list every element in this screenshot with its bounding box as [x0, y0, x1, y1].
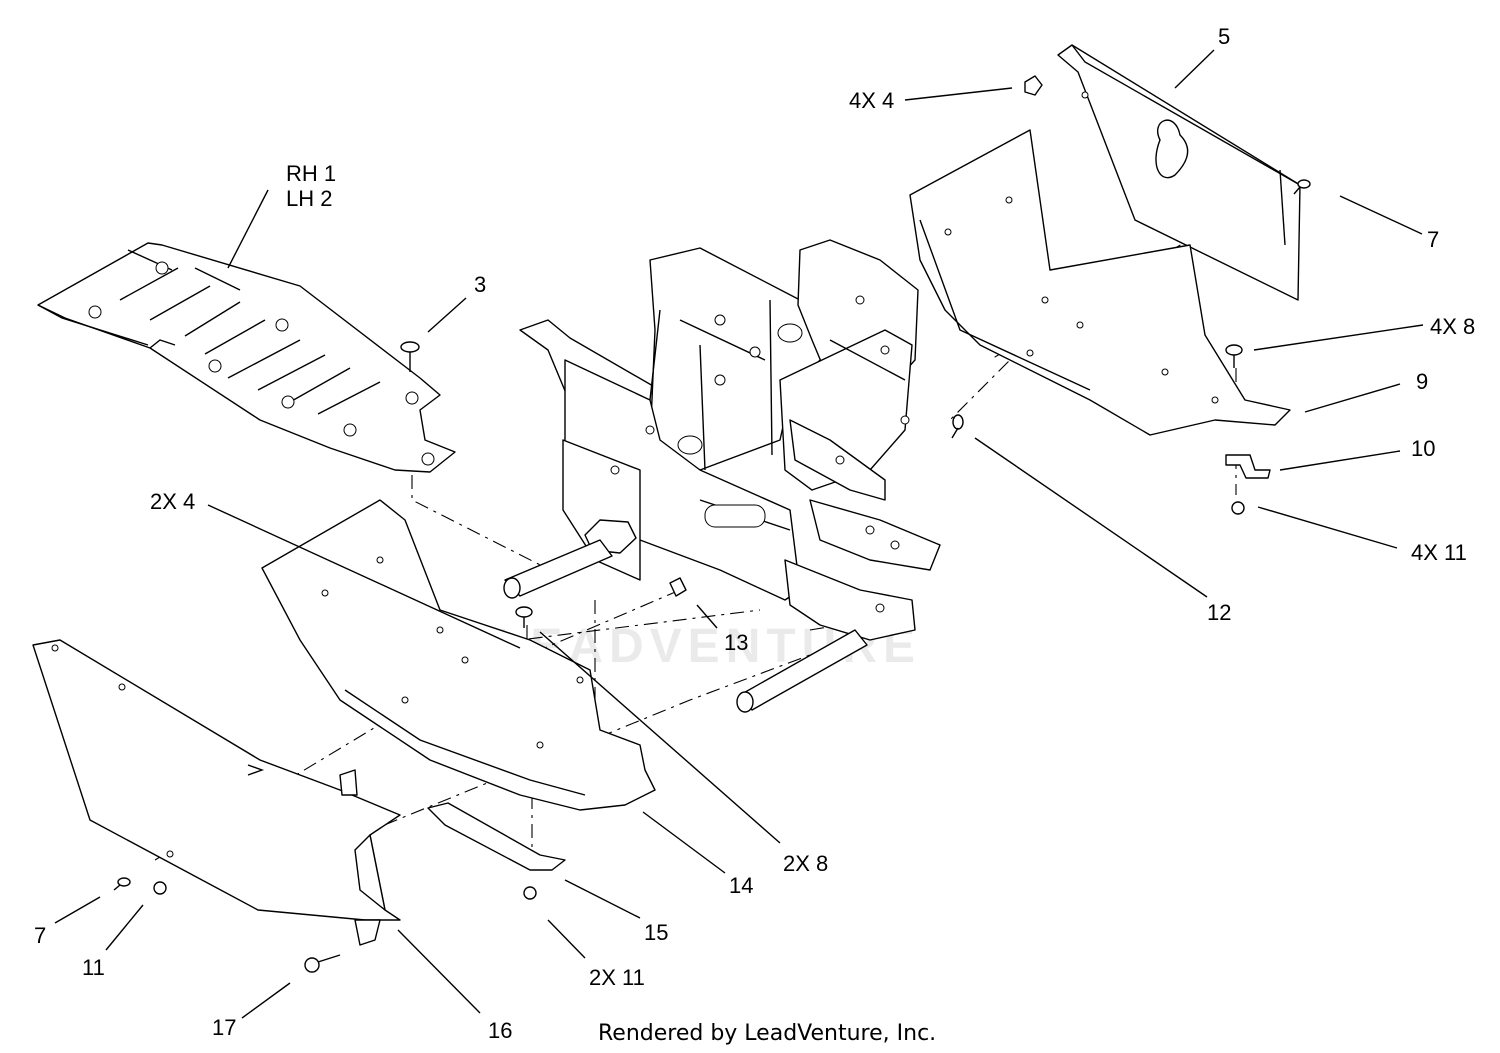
- label-4x-8: 4X 8: [1430, 314, 1475, 339]
- label-15: 15: [644, 920, 668, 945]
- leader-lines: [54, 49, 1424, 1019]
- label-2x-11: 2X 11: [589, 965, 645, 990]
- label-9: 9: [1416, 369, 1428, 394]
- clip-part-13: [669, 577, 687, 597]
- label-lh-2: LH 2: [286, 186, 332, 211]
- label-rh-1: RH 1: [286, 161, 336, 186]
- callout-labels: RH 1 LH 2 3 5 4X 4 7 4X 8 9 10 4X 11 12 …: [34, 24, 1475, 1043]
- label-7-right: 7: [1427, 227, 1439, 252]
- bolt-part-7-right: [1293, 179, 1311, 195]
- floor-pan-part-14: [261, 499, 656, 811]
- main-frame: [503, 239, 941, 713]
- credit-text: Rendered by LeadVenture, Inc.: [598, 1021, 936, 1046]
- bolt-part-7-left: [113, 877, 131, 891]
- footrest-panel-part-1-2: [37, 242, 456, 473]
- label-16: 16: [488, 1018, 512, 1043]
- label-4x-4: 4X 4: [849, 88, 894, 113]
- label-2x-4: 2X 4: [150, 489, 195, 514]
- label-14: 14: [729, 873, 753, 898]
- bolt-part-17: [304, 954, 341, 973]
- bracket-part-10: [1225, 454, 1271, 479]
- bolt-part-12: [951, 414, 964, 439]
- label-5: 5: [1218, 24, 1230, 49]
- nut-part-11-right: [1231, 501, 1245, 515]
- label-11: 11: [82, 955, 105, 980]
- label-13: 13: [724, 630, 748, 655]
- floor-pan-part-9: [909, 129, 1291, 436]
- label-7-left: 7: [34, 923, 46, 948]
- clip-part-4x4: [1024, 75, 1043, 96]
- label-12: 12: [1207, 600, 1231, 625]
- label-10: 10: [1411, 436, 1435, 461]
- label-4x-11: 4X 11: [1411, 540, 1467, 565]
- nut-part-11-left: [153, 881, 167, 895]
- nut-part-11-lower: [523, 886, 537, 900]
- label-17: 17: [212, 1015, 236, 1040]
- push-pin-part-8-center: [515, 606, 533, 628]
- label-3: 3: [474, 272, 486, 297]
- rear-panel-part-5: [1057, 44, 1301, 301]
- label-2x-8: 2X 8: [783, 851, 828, 876]
- push-pin-part-3: [400, 341, 420, 372]
- bracket-part-15: [427, 802, 566, 871]
- push-pin-part-8-right: [1225, 344, 1243, 368]
- side-shield-part-16: [32, 639, 401, 946]
